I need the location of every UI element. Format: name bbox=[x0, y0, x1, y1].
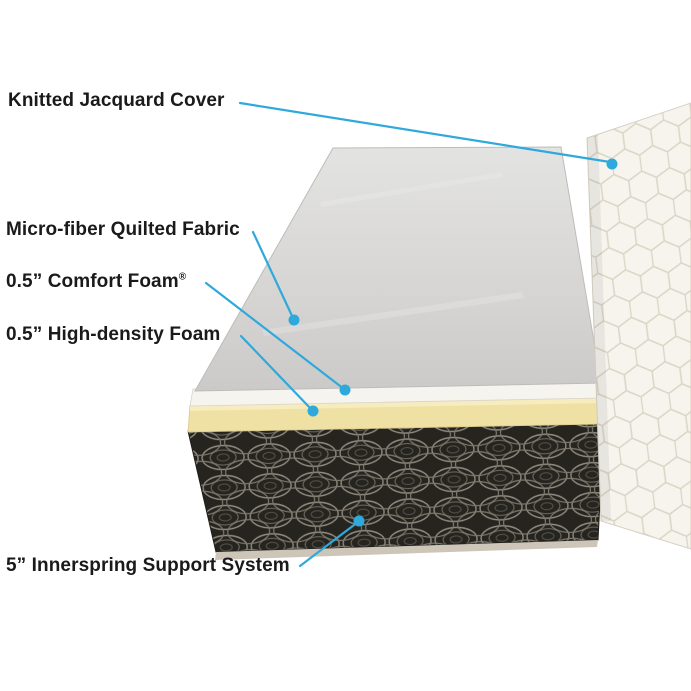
high-density-foam-highlight bbox=[190, 397, 602, 411]
label-high-density-foam: 0.5” High-density Foam bbox=[6, 324, 221, 345]
cover-panel bbox=[586, 102, 691, 550]
callout-dot-innerspring bbox=[353, 515, 365, 527]
cover-edge-shadow bbox=[587, 135, 611, 521]
leader-line-cover bbox=[238, 101, 612, 164]
callout-dot-high-density-foam bbox=[307, 405, 319, 417]
quilted-fabric-top bbox=[194, 146, 602, 392]
callout-dot-comfort-foam bbox=[339, 384, 351, 396]
fabric-sheen-streak bbox=[320, 172, 503, 207]
leader-line-high-density-foam bbox=[239, 334, 314, 412]
leader-line-quilted-fabric bbox=[251, 230, 295, 320]
innerspring-layer bbox=[187, 422, 605, 553]
registered-trademark-symbol: ® bbox=[178, 271, 187, 283]
label-knitted-jacquard-cover: Knitted Jacquard Cover bbox=[8, 90, 225, 111]
label-comfort-foam: 0.5” Comfort Foam® bbox=[6, 271, 186, 293]
leader-line-comfort-foam bbox=[204, 281, 346, 391]
callout-dot-cover bbox=[606, 158, 618, 170]
label-innerspring-support-system: 5” Innerspring Support System bbox=[6, 555, 290, 576]
label-comfort-foam-text: 0.5” Comfort Foam bbox=[6, 271, 179, 292]
leader-line-innerspring bbox=[298, 520, 360, 568]
label-micro-fiber-quilted-fabric: Micro-fiber Quilted Fabric bbox=[6, 219, 240, 240]
callout-dot-quilted-fabric bbox=[288, 314, 300, 326]
fabric-sheen-streak bbox=[262, 292, 524, 336]
mattress-base-edge bbox=[215, 540, 598, 560]
